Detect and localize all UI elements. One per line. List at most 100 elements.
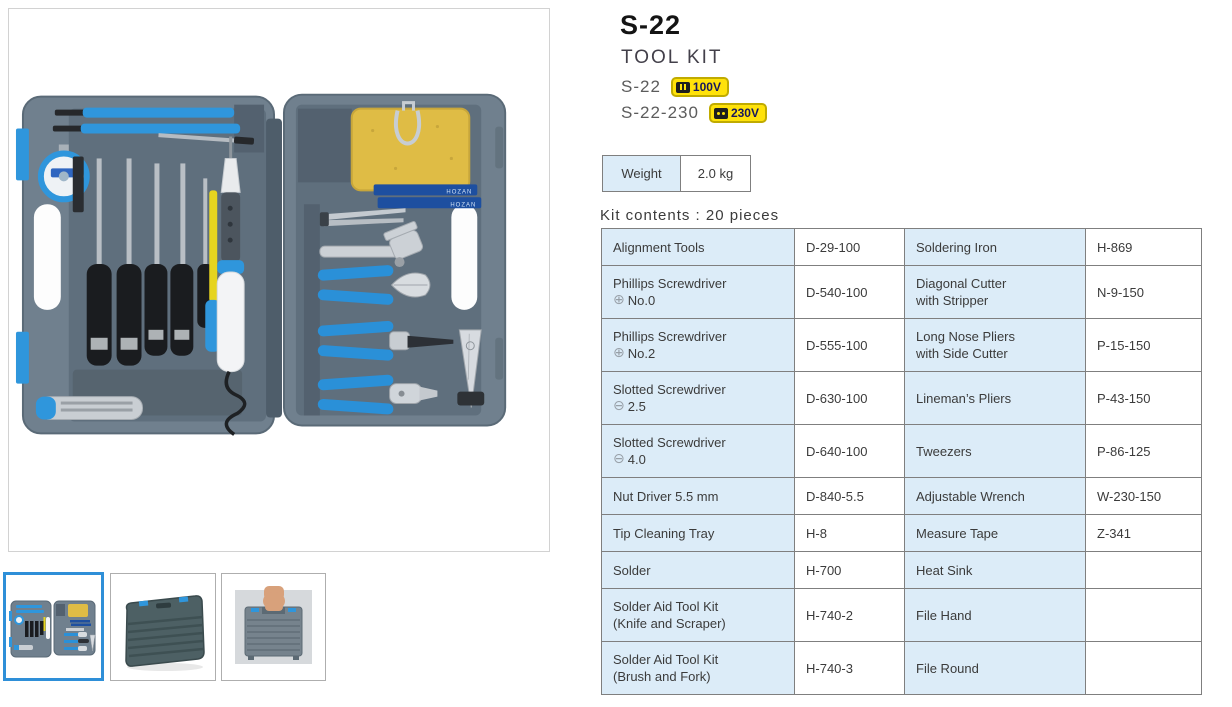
tool-name: Phillips Screwdriver	[613, 329, 727, 344]
tool-name: Phillips Screwdriver	[613, 276, 727, 291]
tool-name: Slotted Screwdriver	[613, 382, 726, 397]
case-hinge	[266, 118, 282, 418]
kit-tool-name-cell: Adjustable Wrench	[905, 478, 1086, 514]
tool-detail: with Side Cutter	[916, 346, 1008, 361]
voltage-label: 100V	[692, 80, 721, 94]
product-main-image[interactable]: HOZAN HOZAN	[8, 8, 550, 552]
kit-tool-name-cell: File Round	[905, 642, 1086, 694]
kit-part-number-cell	[1086, 552, 1199, 588]
kit-tool-name-cell: Nut Driver 5.5 mm	[602, 478, 795, 514]
variant-model: S-22-230	[621, 103, 699, 122]
part-number: D-640-100	[806, 443, 868, 459]
tool-name: Soldering Iron	[916, 239, 997, 255]
kit-part-number-cell: H-8	[795, 515, 905, 551]
solder-aid-yellow-tool	[205, 190, 221, 352]
wire-stripper	[457, 329, 485, 408]
tool-size: 2.5	[627, 399, 646, 414]
kit-tool-name-cell: Lineman’s Pliers	[905, 372, 1086, 424]
kit-part-number-cell: H-869	[1086, 229, 1199, 265]
screwdrivers	[86, 158, 215, 366]
kit-part-number-cell: D-640-100	[795, 425, 905, 477]
variant-230v: S-22-230 230V	[621, 103, 767, 123]
tool-size: No.2	[627, 346, 656, 361]
tool-name: Slotted Screwdriver	[613, 435, 726, 450]
svg-text:HOZAN: HOZAN	[450, 202, 476, 208]
kit-tool-name-cell: Solder	[602, 552, 795, 588]
kit-tool-name-cell: Phillips Screwdriver ⊕No.2	[602, 319, 795, 371]
kit-tool-name-cell: Tweezers	[905, 425, 1086, 477]
tool-name: Diagonal Cutter	[916, 276, 1007, 291]
tool-name: Alignment Tools	[613, 239, 705, 255]
kit-tool-name-cell: File Hand	[905, 589, 1086, 641]
tool-detail: (Brush and Fork)	[613, 669, 711, 684]
part-number: P-86-125	[1097, 443, 1151, 459]
kit-tool-name-cell: Solder Aid Tool Kit (Knife and Scraper)	[602, 589, 795, 641]
kit-part-number-cell: P-15-150	[1086, 319, 1199, 371]
table-row: Alignment Tools D-29-100 Soldering Iron …	[602, 229, 1201, 266]
kit-part-number-cell: H-700	[795, 552, 905, 588]
kit-part-number-cell: N-9-150	[1086, 266, 1199, 318]
linemans-pliers	[317, 374, 438, 415]
kit-tool-name-cell: Diagonal Cutter with Stripper	[905, 266, 1086, 318]
part-number: D-840-5.5	[806, 488, 864, 504]
tool-name: Solder Aid Tool Kit	[613, 652, 719, 667]
tool-size: No.0	[627, 293, 656, 308]
kit-part-number-cell: H-740-2	[795, 589, 905, 641]
part-number: D-555-100	[806, 337, 868, 353]
kit-contents-table: Alignment Tools D-29-100 Soldering Iron …	[601, 228, 1202, 695]
part-number: H-869	[1097, 239, 1133, 255]
plug-230v-icon	[713, 107, 728, 119]
kit-part-number-cell: W-230-150	[1086, 478, 1199, 514]
kit-part-number-cell: D-540-100	[795, 266, 905, 318]
kit-tool-name-cell: Solder Aid Tool Kit (Brush and Fork)	[602, 642, 795, 694]
tool-name: File Hand	[916, 607, 972, 623]
tool-name: Solder	[613, 562, 651, 578]
tool-name: Lineman’s Pliers	[916, 390, 1012, 406]
table-row: Tip Cleaning Tray H-8 Measure Tape Z-341	[602, 515, 1201, 552]
variant-100v: S-22 100V	[621, 77, 729, 97]
part-number: Z-341	[1097, 525, 1131, 541]
part-number: W-230-150	[1097, 488, 1162, 504]
tool-name: Nut Driver 5.5 mm	[613, 488, 719, 504]
kit-tool-name-cell: Alignment Tools	[602, 229, 795, 265]
table-row: Nut Driver 5.5 mm D-840-5.5 Adjustable W…	[602, 478, 1201, 515]
part-number: N-9-150	[1097, 284, 1144, 300]
thumbnail-closed-case[interactable]	[110, 573, 216, 681]
variant-model: S-22	[621, 77, 661, 96]
table-row: Phillips Screwdriver ⊕No.2 D-555-100 Lon…	[602, 319, 1201, 372]
tool-name: Long Nose Pliers	[916, 329, 1015, 344]
part-number: D-630-100	[806, 390, 868, 406]
phillips-icon: ⊕	[613, 292, 625, 308]
solder-aid-kits-blue: HOZAN HOZAN	[373, 184, 482, 208]
kit-part-number-cell: P-86-125	[1086, 425, 1199, 477]
kit-part-number-cell: D-840-5.5	[795, 478, 905, 514]
part-number: H-740-2	[806, 607, 853, 623]
kit-part-number-cell: D-630-100	[795, 372, 905, 424]
tool-name: Solder Aid Tool Kit	[613, 599, 719, 614]
thumbnail-hand-carry-case[interactable]	[221, 573, 326, 681]
kit-part-number-cell: H-740-3	[795, 642, 905, 694]
table-row: Solder H-700 Heat Sink	[602, 552, 1201, 589]
voltage-badge-230v: 230V	[708, 103, 767, 123]
solder-tube	[35, 396, 144, 420]
kit-part-number-cell: P-43-150	[1086, 372, 1199, 424]
soldering-iron	[216, 136, 247, 436]
kit-tool-name-cell: Soldering Iron	[905, 229, 1086, 265]
kit-tool-name-cell: Phillips Screwdriver ⊕No.0	[602, 266, 795, 318]
tool-size: 4.0	[627, 452, 646, 467]
kit-tool-name-cell: Long Nose Pliers with Side Cutter	[905, 319, 1086, 371]
thumbnail-open-kit-selected[interactable]	[3, 572, 104, 681]
weight-value: 2.0 kg	[681, 156, 750, 191]
page-title: S-22	[620, 10, 682, 40]
phillips-icon: ⊕	[613, 345, 625, 361]
tool-name: Tweezers	[916, 443, 972, 459]
kit-part-number-cell	[1086, 589, 1199, 641]
tool-name: Heat Sink	[916, 562, 973, 578]
plug-100v-icon	[675, 81, 690, 93]
voltage-label: 230V	[730, 106, 759, 120]
tool-name: Tip Cleaning Tray	[613, 525, 715, 541]
part-number: D-540-100	[806, 284, 868, 300]
adjustable-wrench	[319, 221, 424, 268]
tool-detail: with Stripper	[916, 293, 989, 308]
